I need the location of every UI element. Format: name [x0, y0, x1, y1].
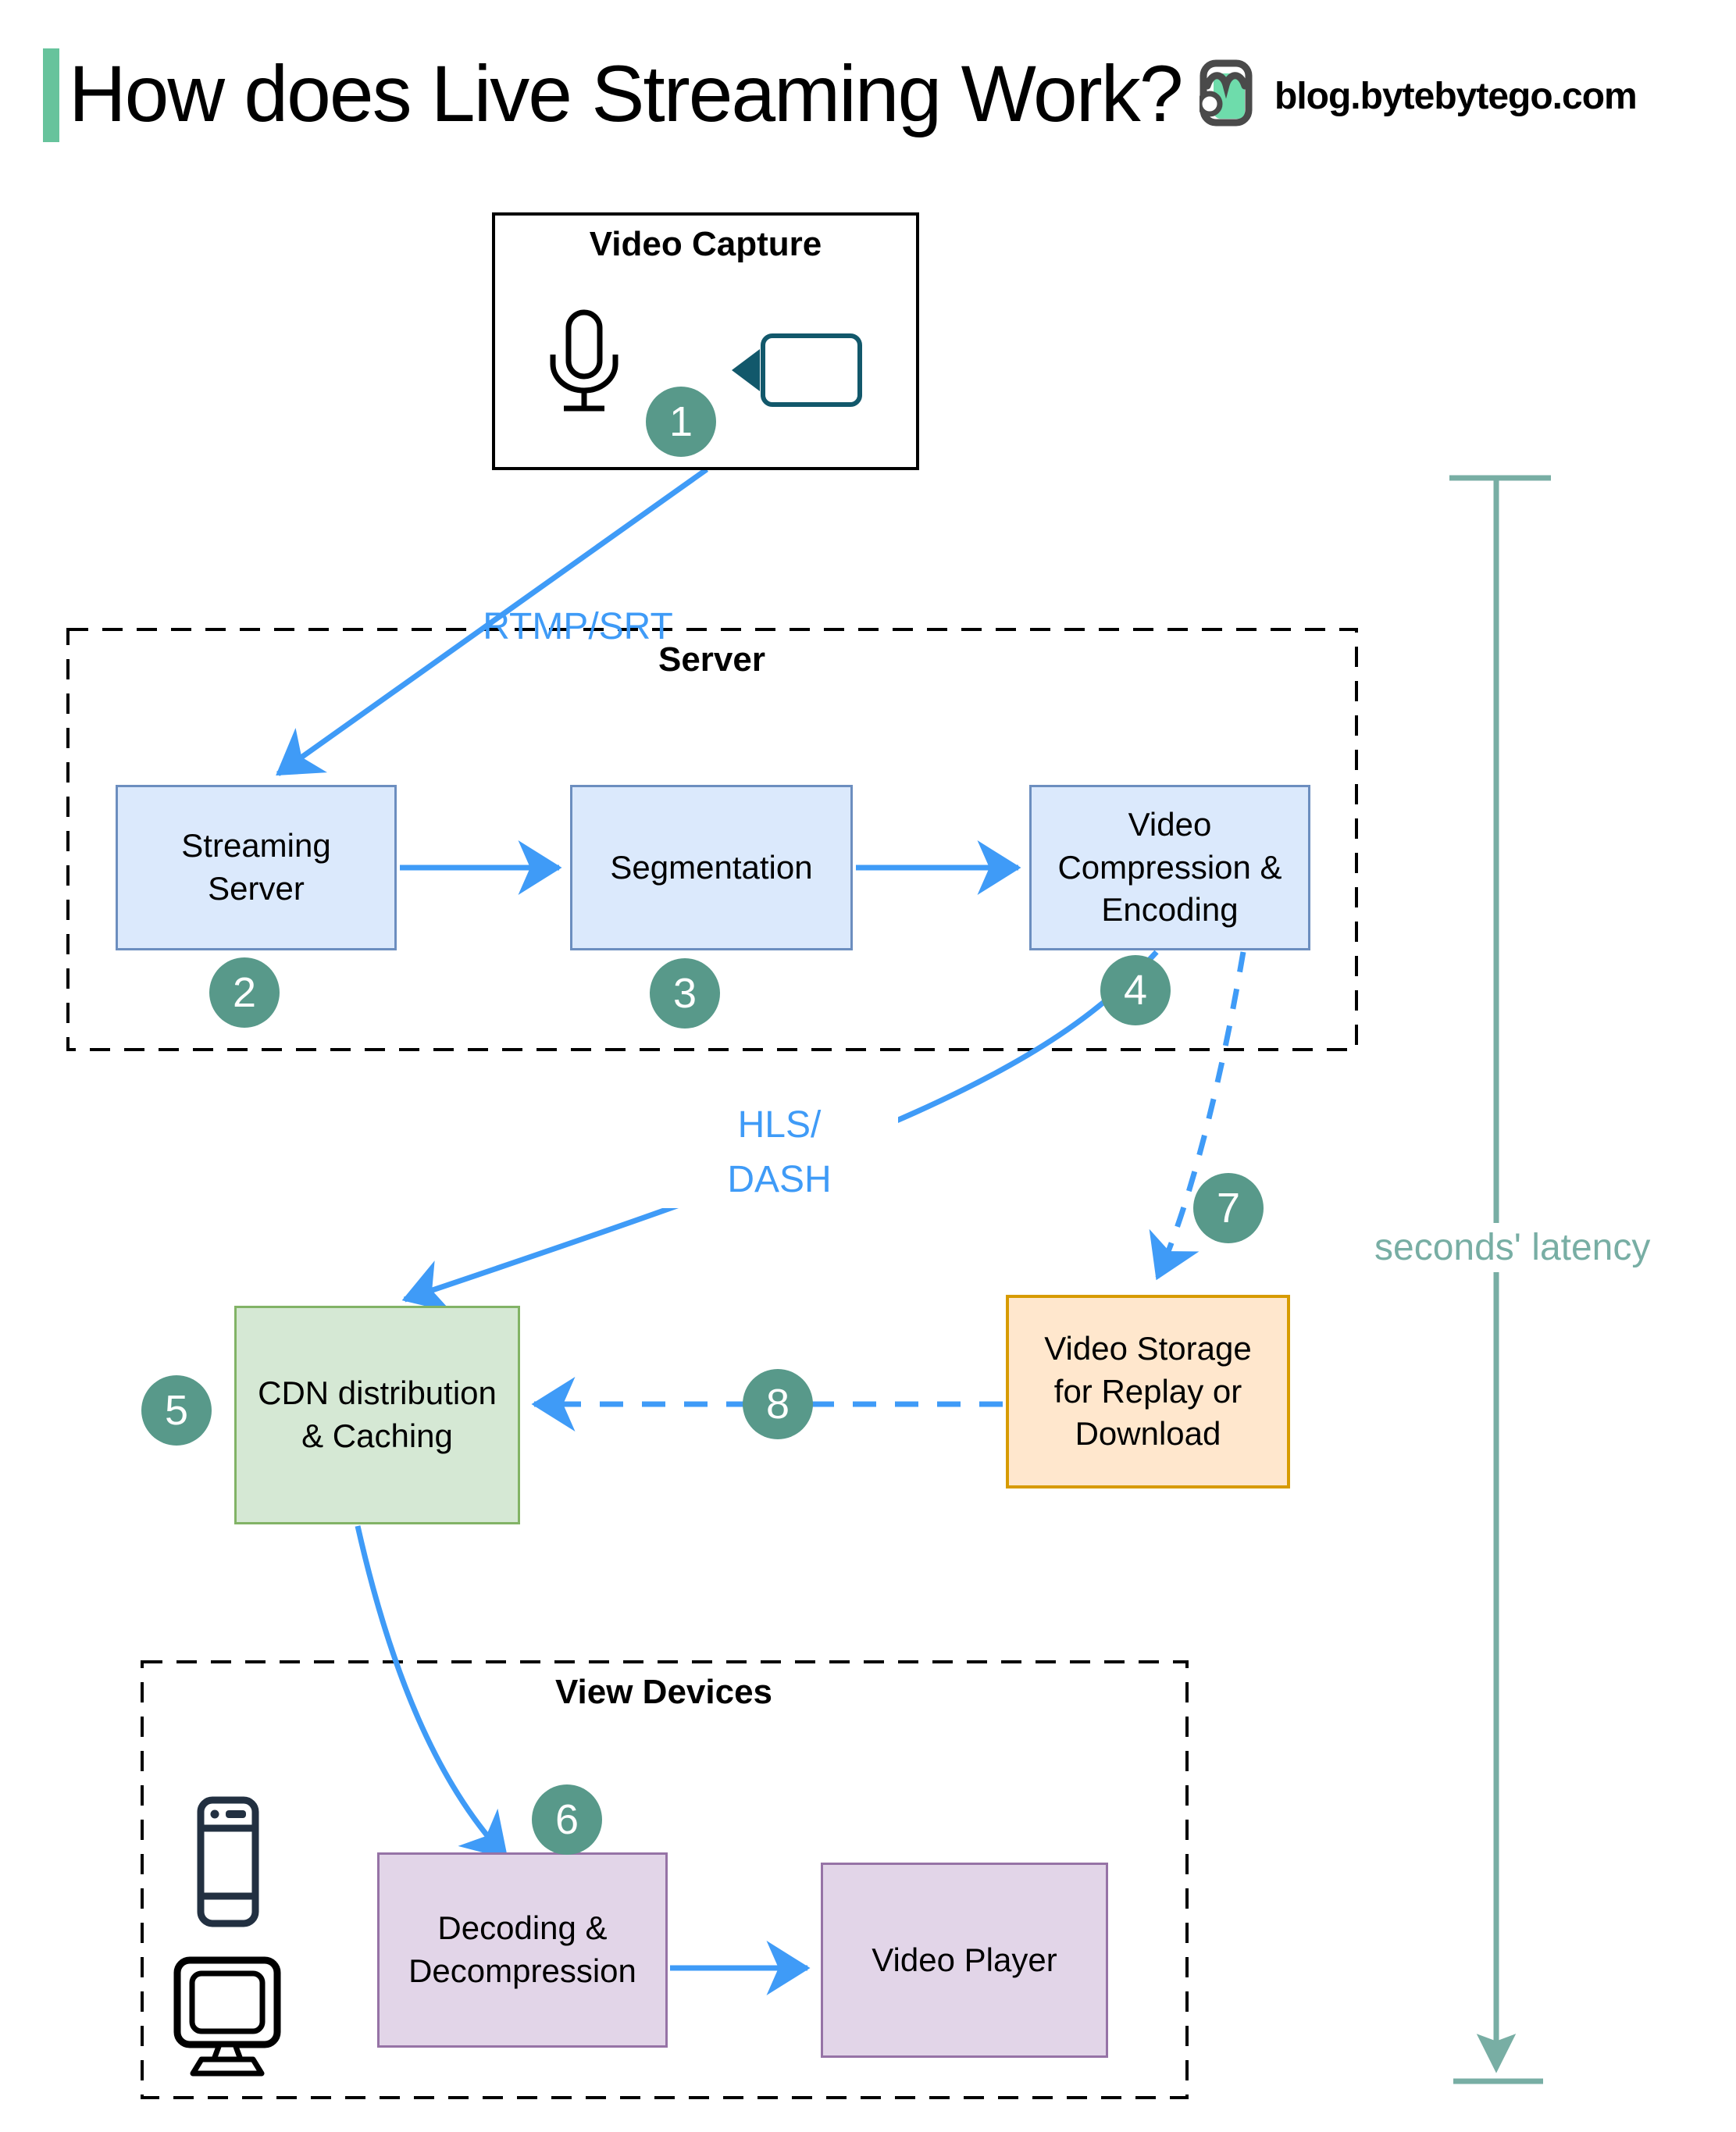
- step-badge-5: 5: [141, 1375, 212, 1446]
- node-decoding: Decoding & Decompression: [377, 1852, 668, 2048]
- node-segmentation: Segmentation: [570, 785, 853, 950]
- server-group-label: Server: [658, 640, 765, 679]
- server-group-border: [66, 628, 1358, 1051]
- title-accent-bar: [43, 48, 59, 142]
- bytebytego-logo-icon: [1200, 59, 1253, 127]
- latency-label: seconds' latency: [1363, 1223, 1662, 1272]
- microphone-icon: [550, 309, 618, 412]
- page-title: How does Live Streaming Work?: [69, 49, 1183, 138]
- step-badge-4: 4: [1100, 955, 1171, 1025]
- video-capture-label: Video Capture: [589, 225, 822, 263]
- step-badge-6: 6: [532, 1784, 602, 1855]
- monitor-icon: [173, 1956, 281, 2077]
- arrow-cdn-to-decoding: [355, 1525, 508, 1859]
- site-url: blog.bytebytego.com: [1274, 76, 1638, 117]
- rtmp-srt-label: RTMP/SRT: [483, 606, 673, 647]
- node-video-storage: Video Storage for Replay or Download: [1006, 1295, 1290, 1488]
- node-video-compression: Video Compression & Encoding: [1029, 785, 1310, 950]
- step-badge-7: 7: [1193, 1173, 1264, 1243]
- smartphone-icon: [197, 1796, 259, 1927]
- view-devices-group-border: [141, 1660, 1189, 2099]
- step-badge-3: 3: [650, 958, 720, 1029]
- video-camera-icon: [732, 333, 862, 407]
- arrow-capture-to-streaming: [276, 467, 709, 776]
- node-cdn: CDN distribution & Caching: [234, 1306, 520, 1524]
- step-badge-2: 2: [209, 957, 280, 1028]
- view-devices-label: View Devices: [554, 1673, 773, 1711]
- hls-dash-label: HLS/ DASH: [661, 1096, 898, 1209]
- node-video-player: Video Player: [821, 1863, 1108, 2058]
- arrow-compression-to-storage: [1149, 951, 1246, 1281]
- step-badge-8: 8: [743, 1369, 813, 1439]
- node-streaming-server: Streaming Server: [116, 785, 397, 950]
- step-badge-1: 1: [646, 387, 716, 457]
